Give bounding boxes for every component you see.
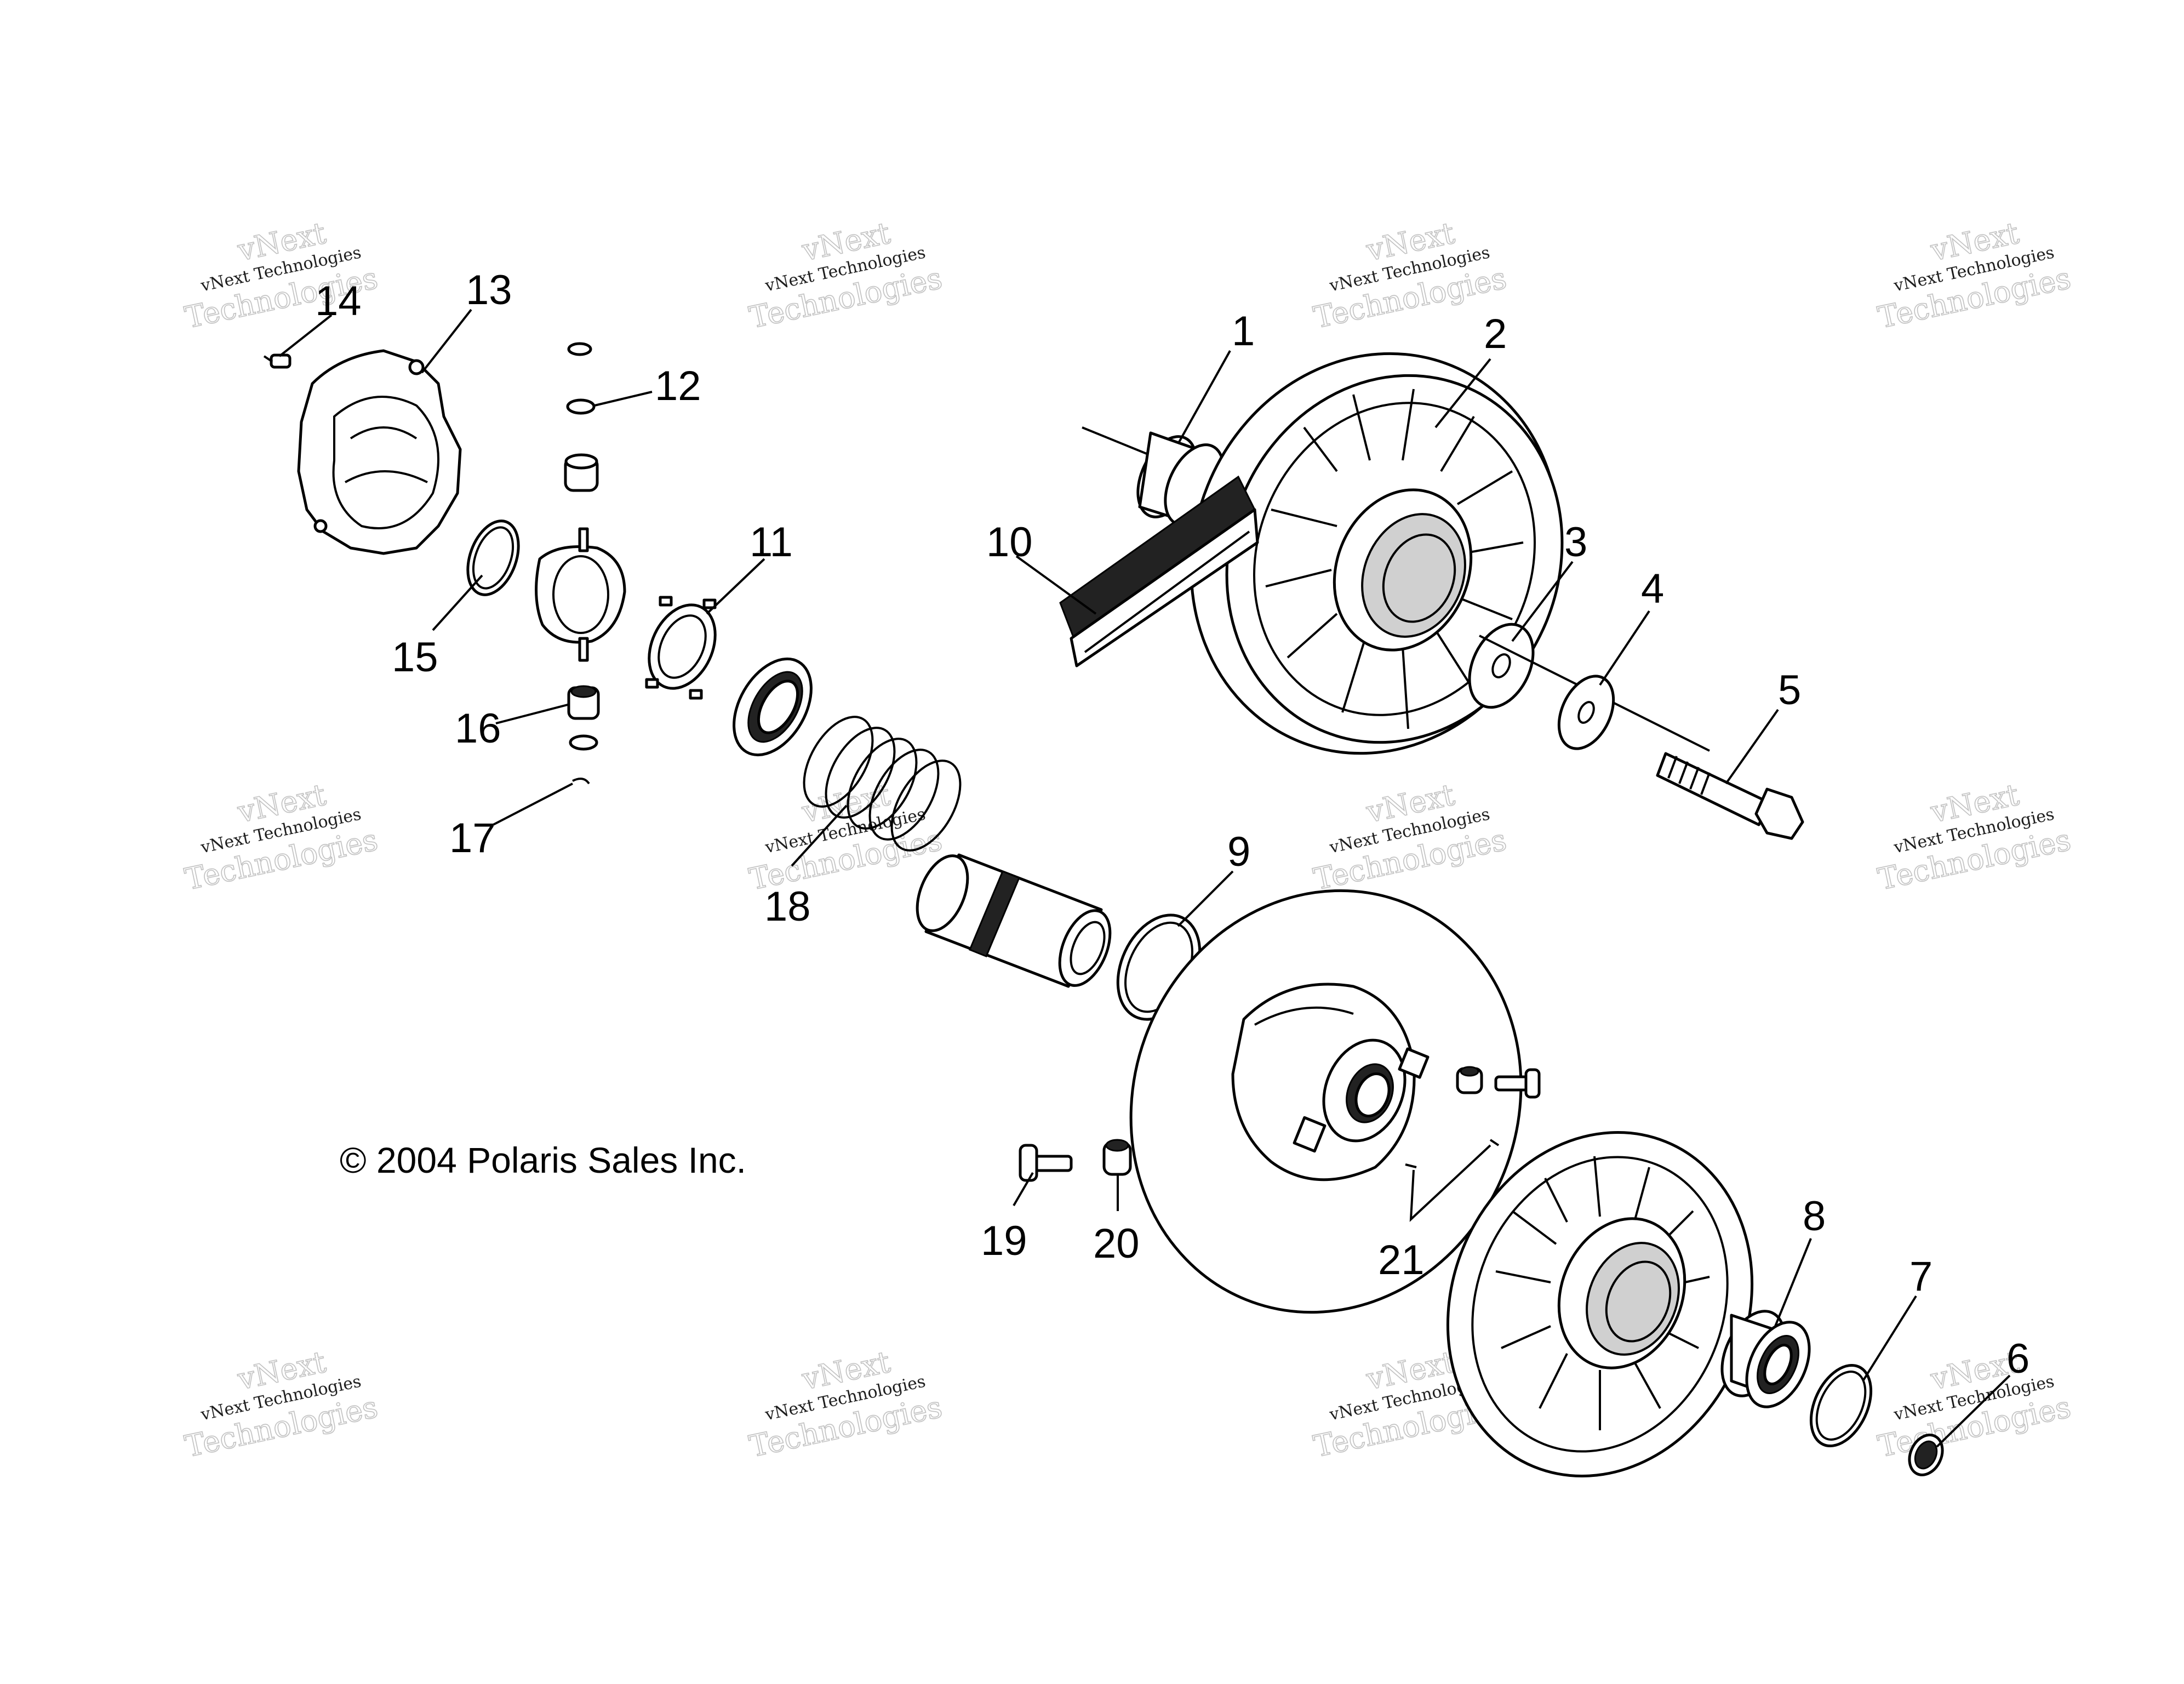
callout-16: 16 bbox=[455, 705, 501, 752]
watermark: vNext vNext Technologies Technologies bbox=[1874, 1344, 2074, 1465]
callout-10: 10 bbox=[986, 519, 1033, 566]
part-screw bbox=[1494, 1068, 1541, 1099]
leader-lines bbox=[278, 309, 2011, 1448]
callouts: 1 2 3 4 5 6 7 8 9 10 11 12 13 14 15 16 1… bbox=[315, 267, 2029, 1382]
part-12-clip bbox=[566, 342, 596, 415]
callout-4: 4 bbox=[1641, 566, 1664, 612]
part-6-washer bbox=[1908, 1434, 1944, 1476]
part-11-star-washer bbox=[645, 596, 717, 700]
watermark: vNext vNext Technologies Technologies bbox=[1310, 777, 1510, 898]
part-17-clip bbox=[572, 778, 590, 785]
callout-7: 7 bbox=[1909, 1253, 1933, 1300]
part-7-snap-ring bbox=[1809, 1363, 1873, 1448]
callout-18: 18 bbox=[764, 883, 811, 930]
callout-5: 5 bbox=[1778, 667, 1801, 713]
part-5-bolt bbox=[1656, 752, 1804, 840]
part-15-snap-ring bbox=[466, 520, 520, 596]
callout-14: 14 bbox=[315, 278, 362, 324]
part-roller bbox=[1456, 1066, 1483, 1094]
part-14-screw bbox=[263, 353, 291, 369]
callout-13: 13 bbox=[466, 267, 512, 313]
part-4-washer bbox=[1557, 675, 1615, 750]
watermark: vNext vNext Technologies Technologies bbox=[1310, 215, 1510, 336]
callout-12: 12 bbox=[655, 363, 701, 409]
callout-8: 8 bbox=[1803, 1193, 1826, 1240]
callout-9: 9 bbox=[1227, 829, 1250, 875]
part-seal bbox=[733, 657, 813, 757]
part-19-screw bbox=[1019, 1144, 1073, 1182]
part-13-cover bbox=[297, 349, 462, 555]
callout-1: 1 bbox=[1232, 308, 1255, 355]
callout-3: 3 bbox=[1564, 519, 1587, 566]
part-8-bearing bbox=[1720, 1310, 1811, 1408]
part-16-bushing bbox=[567, 685, 600, 751]
watermark: vNext vNext Technologies Technologies bbox=[181, 777, 381, 898]
callout-6: 6 bbox=[2006, 1335, 2029, 1382]
callout-2: 2 bbox=[1484, 311, 1507, 357]
part-21-pin bbox=[1405, 1139, 1500, 1168]
part-20-bushing bbox=[1102, 1139, 1132, 1176]
watermark: vNext vNext Technologies Technologies bbox=[746, 1344, 945, 1465]
part-18-spring bbox=[803, 716, 962, 852]
callout-19: 19 bbox=[981, 1218, 1027, 1264]
part-shaft bbox=[916, 853, 1112, 988]
watermark: vNext vNext Technologies Technologies bbox=[1874, 777, 2074, 898]
callout-21: 21 bbox=[1378, 1237, 1425, 1283]
part-movable-sheave bbox=[1446, 1131, 1754, 1477]
watermark: vNext vNext Technologies Technologies bbox=[181, 1344, 381, 1465]
part-spider-housing bbox=[535, 527, 626, 662]
watermark: vNext vNext Technologies Technologies bbox=[1874, 215, 2074, 336]
part-12-bushing bbox=[564, 453, 599, 492]
callout-15: 15 bbox=[392, 634, 438, 681]
callout-11: 11 bbox=[750, 519, 793, 566]
copyright-notice: © 2004 Polaris Sales Inc. bbox=[340, 1140, 746, 1180]
callout-20: 20 bbox=[1093, 1220, 1140, 1267]
part-10-belt bbox=[1059, 475, 1259, 667]
watermark: vNext vNext Technologies Technologies bbox=[746, 215, 945, 336]
part-3-washer bbox=[1468, 623, 1535, 709]
watermark: vNext vNext Technologies Technologies bbox=[746, 777, 945, 898]
callout-17: 17 bbox=[449, 815, 496, 861]
